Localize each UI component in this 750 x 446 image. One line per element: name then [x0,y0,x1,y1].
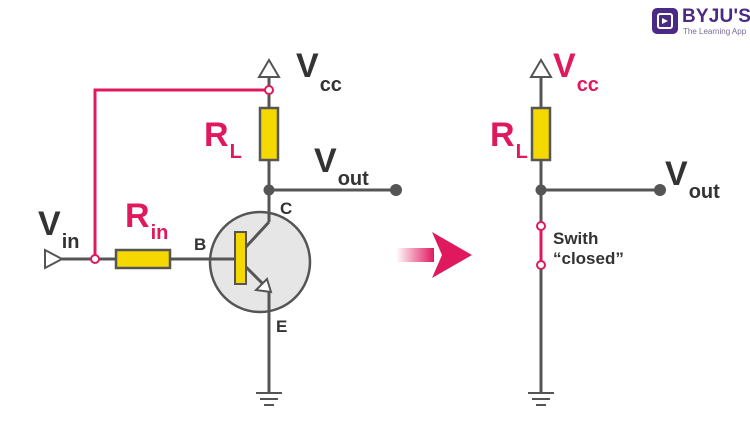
switch-contact-bottom [536,260,546,270]
rin-label: Rin [125,197,168,244]
vcc-label-right: Vcc [553,47,599,96]
vin-sub: in [62,231,80,253]
transition-arrow [396,232,472,278]
vout-terminal-right [654,184,666,196]
vcc-node-left [264,85,274,95]
vin-label: Vin [38,205,79,253]
switch-label-line2: “closed” [553,249,624,268]
vcc-supply-symbol-left [257,58,281,78]
emitter-label: E [276,317,287,336]
switch-contact-top [536,221,546,231]
brand-name: BYJU'S [682,6,750,27]
arrow-head [432,232,472,278]
vout-sub-right: out [689,181,720,203]
switch-label-line1: Swith [553,229,598,248]
vout-terminal-left [390,184,402,196]
vcc-sub-right: cc [577,74,599,96]
highlight-wire [93,88,269,259]
base-bar [234,231,247,285]
vout-label-right: Vout [665,155,720,203]
brand-logo-icon [652,8,678,34]
vout-sub-left: out [338,168,369,190]
rl-sub-left: L [230,141,242,163]
arrow-shaft [396,248,434,262]
vcc-label-left: Vcc [296,47,342,96]
vout-label-left: Vout [314,142,369,190]
rl-label-left: RL [204,116,242,163]
base-label: B [194,235,206,254]
rl-label-right: RL [490,116,528,163]
vin-input-symbol [44,248,65,270]
rl-sub-right: L [516,141,528,163]
left-circuit: Vcc RL Vout Vin Rin C B E [38,47,402,406]
brand-tagline: The Learning App [683,27,747,36]
rl-resistor-right [530,106,552,162]
emitter-arrow [253,277,273,294]
collector-inner-lead [243,220,271,250]
vin-node [90,254,100,264]
transistor-body [208,210,312,314]
rin-resistor [114,248,172,270]
vcc-supply-symbol-right [529,58,553,78]
rl-resistor-left [258,106,280,162]
rin-sub: in [151,222,169,244]
right-circuit: Vcc RL Vout Swith “closed” [490,47,720,406]
collector-label: C [280,199,292,218]
brand-logo [652,8,678,34]
vcc-sub-left: cc [320,74,342,96]
